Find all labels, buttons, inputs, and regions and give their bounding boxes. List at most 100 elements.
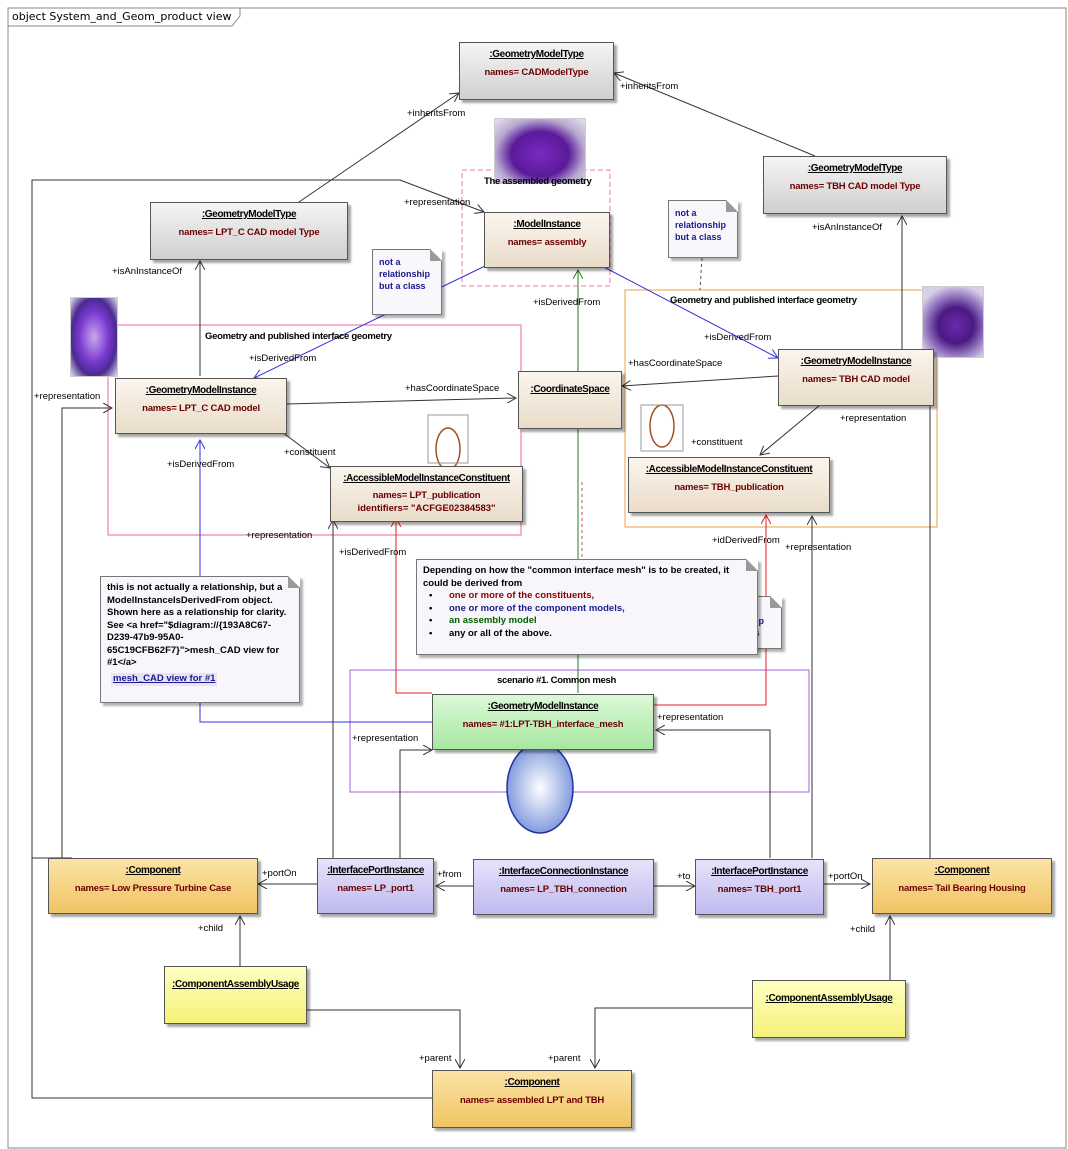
accessible-constituent-tbh[interactable]: :AccessibleModelInstanceConstituent name… xyxy=(628,457,830,513)
tbh-geometry-frame xyxy=(624,289,938,528)
tbh-constituent-shape-icon xyxy=(649,404,675,448)
interface-mesh-shape-icon xyxy=(506,742,574,834)
tbh-constituent-thumb-frame xyxy=(640,404,684,452)
component-assembly-usage-left[interactable]: :ComponentAssemblyUsage xyxy=(164,966,307,1024)
object-attribute: names= LP_port1 xyxy=(337,883,414,894)
interface-connection-instance[interactable]: :InterfaceConnectionInstance names= LP_T… xyxy=(473,859,654,915)
object-attribute: names= assembly xyxy=(507,237,587,248)
note-line: but a class xyxy=(379,281,426,291)
object-title: :ComponentAssemblyUsage xyxy=(765,993,893,1004)
component-tbh[interactable]: :Component names= Tail Bearing Housing xyxy=(872,858,1052,914)
group-label-lpt: Geometry and published interface geometr… xyxy=(205,331,392,342)
label-isaninstanceof-left: +isAnInstanceOf xyxy=(112,266,182,277)
object-attribute: names= LPT_C CAD model xyxy=(142,403,260,414)
geometry-model-type-cad[interactable]: :GeometryModelType names= CADModelType xyxy=(459,42,614,100)
note-bullet: one or more of the component models, xyxy=(423,603,751,616)
edge-representation-tbh xyxy=(929,383,934,858)
object-title: :GeometryModelInstance xyxy=(800,356,912,367)
note-not-a-relationship-1[interactable]: not a relationship but a class xyxy=(372,249,442,315)
edge-hascoordinatespace-left xyxy=(286,398,516,405)
note-not-a-relationship-2[interactable]: not a relationship but a class xyxy=(668,200,738,258)
geometry-model-instance-lpt[interactable]: :GeometryModelInstance names= LPT_C CAD … xyxy=(115,378,287,434)
edge-constituent-left xyxy=(281,431,330,468)
lpt-constituent-shape-icon xyxy=(435,427,461,471)
model-instance-assembly[interactable]: :ModelInstance names= assembly xyxy=(484,212,610,268)
label-from: +from xyxy=(437,869,462,880)
object-attribute: names= Low Pressure Turbine Case xyxy=(74,883,232,894)
label-representation-mesh-right: +representation xyxy=(657,712,724,723)
component-lpt[interactable]: :Component names= Low Pressure Turbine C… xyxy=(48,858,258,914)
object-title: :AccessibleModelInstanceConstituent xyxy=(343,473,510,484)
geometry-model-instance-mesh[interactable]: :GeometryModelInstance names= #1:LPT-TBH… xyxy=(432,694,654,750)
geometry-model-type-lpt[interactable]: :GeometryModelType names= LPT_C CAD mode… xyxy=(150,202,348,260)
note-line: not a xyxy=(379,257,401,267)
interface-port-instance-lp[interactable]: :InterfacePortInstance names= LP_port1 xyxy=(317,858,434,914)
note-bullet: one or more of the constituents, xyxy=(423,590,751,603)
label-hascoordinatespace-left: +hasCoordinateSpace xyxy=(405,383,500,394)
edge-constituent-right xyxy=(760,404,821,455)
accessible-constituent-lpt[interactable]: :AccessibleModelInstanceConstituent name… xyxy=(330,466,523,522)
label-isaninstanceof-right: +isAnInstanceOf xyxy=(812,222,882,233)
object-attribute-2: identifiers= "ACFGE02384583" xyxy=(357,503,496,514)
label-inheritsfrom-left: +inheritsFrom xyxy=(407,108,466,119)
label-inheritsfrom-right: +inheritsFrom xyxy=(620,81,679,92)
note-bullet: any or all of the above. xyxy=(423,628,751,641)
object-attribute: names= LP_TBH_connection xyxy=(500,884,627,895)
object-attribute: names= LPT_C CAD model Type xyxy=(178,227,320,238)
label-representation-left: +representation xyxy=(34,391,101,402)
label-representation-tbh2: +representation xyxy=(785,542,852,553)
object-attribute: names= Tail Bearing Housing xyxy=(898,883,1026,894)
edge-representation-mesh-right xyxy=(656,730,771,858)
diagram-frame xyxy=(7,7,1067,1149)
object-title: :Component xyxy=(934,865,990,876)
coordinate-space[interactable]: :CoordinateSpace xyxy=(518,371,622,429)
label-isderivedfrom-lpt: +isDerivedFrom xyxy=(249,353,317,364)
object-attribute: names= #1:LPT-TBH_interface_mesh xyxy=(462,719,624,730)
scenario-frame xyxy=(349,669,810,793)
interface-port-instance-tbh[interactable]: :InterfacePortInstance names= TBH_port1 xyxy=(695,859,824,915)
note-isderivedfrom-object[interactable]: this is not actually a relationship, but… xyxy=(100,576,300,703)
frame-title: object System_and_Geom_product view xyxy=(12,10,232,23)
note-line: but a class xyxy=(675,232,722,242)
label-to: +to xyxy=(677,871,691,882)
label-idderivedfrom: +idDerivedFrom xyxy=(712,535,780,546)
object-attribute: names= assembled LPT and TBH xyxy=(459,1095,605,1106)
edge-hascoordinatespace-right xyxy=(622,375,779,386)
label-representation-lpt2: +representation xyxy=(246,530,313,541)
label-isderivedfrom-red: +isDerivedFrom xyxy=(339,547,407,558)
label-child-left: +child xyxy=(198,923,224,934)
edge-parent-right xyxy=(595,1007,752,1068)
lpt-constituent-thumb-frame xyxy=(427,414,469,464)
geometry-model-type-tbh[interactable]: :GeometryModelType names= TBH CAD model … xyxy=(763,156,947,214)
geometry-model-instance-tbh[interactable]: :GeometryModelInstance names= TBH CAD mo… xyxy=(778,349,934,406)
label-isderivedfrom-left2: +isDerivedFrom xyxy=(167,459,235,470)
diagram-link[interactable]: mesh_CAD view for #1 xyxy=(111,673,218,686)
object-title: :InterfacePortInstance xyxy=(711,866,808,877)
object-title: :GeometryModelType xyxy=(201,209,297,220)
note-bullet: an assembly model xyxy=(423,615,751,628)
object-title: :AccessibleModelInstanceConstituent xyxy=(645,464,813,475)
note-line: relationship xyxy=(379,269,431,279)
label-child-right: +child xyxy=(850,924,876,935)
note-line: not a xyxy=(675,208,697,218)
group-label-assembled: The assembled geometry xyxy=(484,176,592,187)
label-hascoordinatespace-right: +hasCoordinateSpace xyxy=(628,358,723,369)
object-title: :ComponentAssemblyUsage xyxy=(172,979,299,990)
label-isderivedfrom-tbh: +isDerivedFrom xyxy=(704,332,772,343)
edge-isderivedfrom-lpt xyxy=(254,265,486,378)
edge-inheritsfrom-left xyxy=(295,93,459,205)
edge-parent-left xyxy=(307,1009,460,1068)
label-representation-top: +representation xyxy=(404,197,471,208)
label-porton-left: +portOn xyxy=(262,868,297,879)
component-assembled[interactable]: :Component names= assembled LPT and TBH xyxy=(432,1070,632,1128)
object-attribute: names= TBH_publication xyxy=(674,482,784,493)
edge-representation-left xyxy=(61,408,112,858)
label-parent-right: +parent xyxy=(548,1053,581,1064)
component-assembly-usage-right[interactable]: :ComponentAssemblyUsage xyxy=(752,980,906,1038)
label-representation-mesh-left: +representation xyxy=(352,733,419,744)
object-title: :GeometryModelType xyxy=(489,49,584,60)
assembled-model-image xyxy=(494,118,586,184)
note-common-mesh-derivation[interactable]: Depending on how the "common interface m… xyxy=(416,559,758,655)
lpt-geometry-frame xyxy=(107,324,522,536)
lpt-model-image xyxy=(70,297,118,377)
